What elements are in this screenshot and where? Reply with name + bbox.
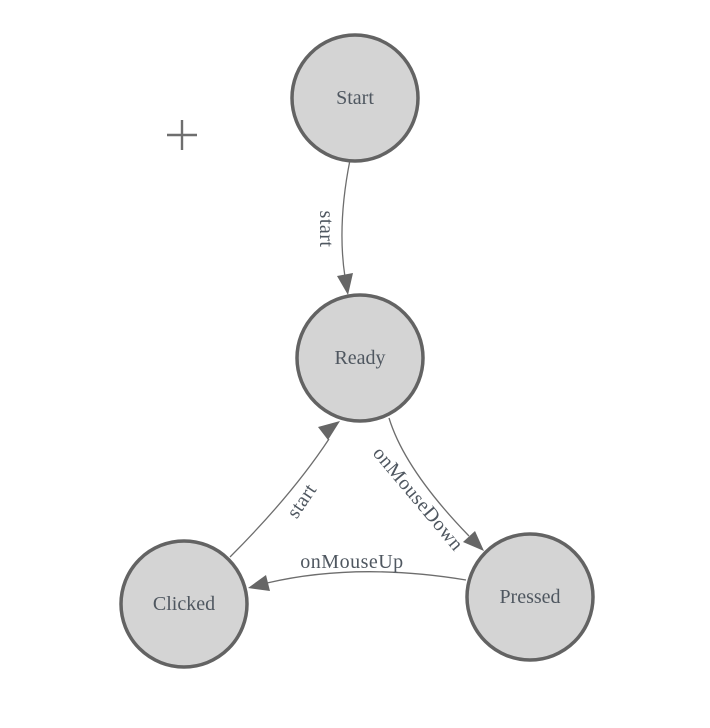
- transition-label-start-to-ready[interactable]: start: [315, 211, 337, 248]
- state-label-ready: Ready: [334, 347, 385, 369]
- state-label-start: Start: [336, 87, 374, 109]
- arrowhead-start-to-ready: [337, 273, 353, 295]
- transition-label-pressed-to-clicked[interactable]: onMouseUp: [300, 551, 403, 573]
- transition-path-pressed-to-clicked[interactable]: [266, 571, 467, 584]
- state-circle-clicked[interactable]: [119, 539, 249, 669]
- state-label-clicked: Clicked: [153, 593, 215, 615]
- state-circle-ready[interactable]: [295, 293, 425, 423]
- transition-label-clicked-to-ready[interactable]: start: [283, 480, 322, 523]
- state-node-pressed[interactable]: Pressed: [465, 532, 595, 662]
- state-label-pressed: Pressed: [499, 586, 560, 608]
- state-circle-start[interactable]: [290, 33, 420, 163]
- transition-start-to-ready: start: [315, 159, 353, 295]
- state-node-ready[interactable]: Ready: [295, 293, 425, 423]
- arrowhead-pressed-to-clicked: [248, 575, 270, 591]
- transition-ready-to-pressed: onMouseDown: [368, 417, 484, 556]
- arrowhead-ready-to-pressed: [463, 531, 484, 551]
- transition-clicked-to-ready: start: [229, 421, 340, 558]
- transition-path-clicked-to-ready[interactable]: [229, 438, 330, 558]
- transition-label-ready-to-pressed[interactable]: onMouseDown: [368, 443, 468, 556]
- transition-path-ready-to-pressed[interactable]: [388, 417, 470, 537]
- arrowhead-clicked-to-ready: [318, 421, 340, 440]
- state-circle-pressed[interactable]: [465, 532, 595, 662]
- transition-path-start-to-ready[interactable]: [341, 159, 351, 278]
- crosshair-icon: [167, 120, 197, 150]
- state-node-start[interactable]: Start: [290, 33, 420, 163]
- transition-pressed-to-clicked: onMouseUp: [248, 551, 467, 591]
- state-node-clicked[interactable]: Clicked: [119, 539, 249, 669]
